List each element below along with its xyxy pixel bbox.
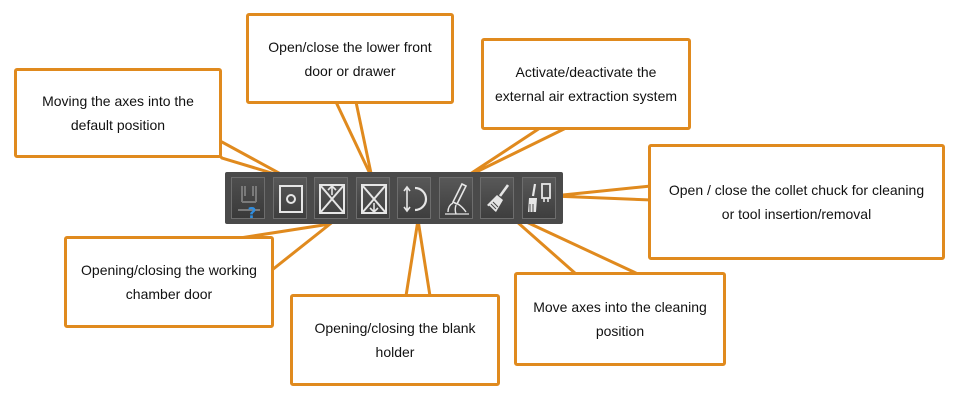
blank-holder-icon — [403, 185, 428, 213]
connector-air-extraction — [463, 126, 567, 180]
callout-blank-holder: Opening/closing the blank holder — [290, 294, 500, 386]
connector-blank-holder — [404, 219, 432, 298]
front-door-icon — [361, 184, 387, 214]
air-extraction-button[interactable] — [439, 177, 473, 219]
home-position-icon — [279, 185, 303, 213]
callout-home-axes: Moving the axes into the default positio… — [14, 68, 222, 158]
home-position-button[interactable] — [273, 177, 307, 219]
svg-text:?: ? — [248, 204, 257, 220]
help-button[interactable]: ? — [231, 177, 265, 220]
callout-collet-chuck: Open / close the collet chuck for cleani… — [648, 144, 945, 260]
connector-collet — [552, 184, 653, 202]
machine-toolbar: ? — [225, 172, 563, 224]
front-door-button[interactable] — [356, 177, 390, 219]
chamber-door-button[interactable] — [314, 177, 348, 219]
blank-holder-button[interactable] — [397, 177, 431, 219]
air-extraction-icon — [445, 182, 469, 215]
help-icon: ? — [238, 186, 260, 220]
collet-chuck-icon — [528, 183, 551, 212]
cleaning-brush-icon — [487, 184, 510, 212]
connector-front-door — [333, 100, 374, 179]
callout-working-chamber-door: Opening/closing the working chamber door — [64, 236, 274, 328]
collet-chuck-button[interactable] — [522, 177, 556, 219]
chamber-door-icon — [319, 184, 345, 214]
cleaning-position-button[interactable] — [480, 177, 514, 219]
callout-air-extraction: Activate/deactivate the external air ext… — [481, 38, 691, 130]
callout-cleaning-position: Move axes into the cleaning position — [514, 272, 726, 366]
callout-lower-front-door: Open/close the lower front door or drawe… — [246, 13, 454, 104]
